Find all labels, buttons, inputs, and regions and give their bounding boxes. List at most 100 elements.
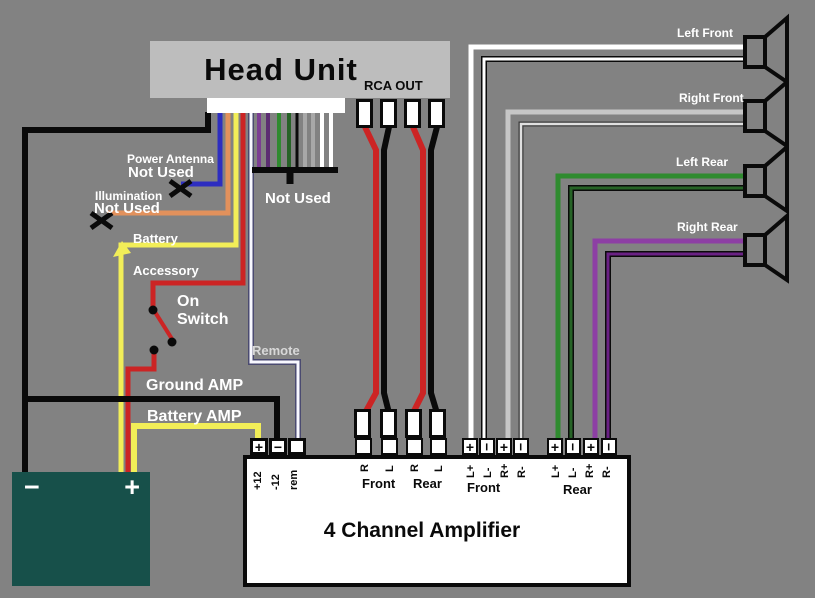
terminal-rear-r-minus: − [601,438,617,455]
wire-power-antenna-blue [181,110,223,187]
label-illumination-not-used: Not Used [94,200,160,217]
wire-remote [249,110,300,442]
rca-plug-in-rear-r [405,409,422,438]
wire-left-rear-minus [569,186,745,440]
battery-minus: − [24,472,40,502]
head-unit-box: Head Unit [150,41,450,98]
label-rca-rear-r: R [409,464,421,472]
label-ground-amp: Ground AMP [146,377,244,394]
terminal-front-l-plus: + [462,438,478,455]
wire-ground-amp-black [25,396,280,442]
terminal-minus12: − [269,438,287,455]
rca-cable-rear-black [428,126,440,414]
switch-contact-bottom [149,345,159,355]
terminal-rear-l-minus: − [565,438,581,455]
wire-right-front-minus [519,122,745,440]
label-on: On [177,293,200,310]
battery-plus: + [124,472,140,502]
wire-battery-amp-yellow [131,423,261,474]
label-power-antenna: Power Antenna [127,152,214,166]
label-rear-r-plus: R+ [584,463,596,478]
rca-plug-in-front-l [380,409,397,438]
jack-front-l [381,438,398,455]
switch-lever-end [167,337,177,347]
label-front-l-minus: L- [482,467,494,478]
minus-glyph: − [479,442,495,451]
label-rca-rear-l: L [433,465,445,472]
wire-ground-black [22,112,211,474]
wire-accessory-red [150,110,246,309]
speaker-left-rear-icon [743,142,789,215]
terminal-front-r-plus: + [496,438,512,455]
label-plus12: +12 [252,471,264,490]
rca-cable-rear-red [410,125,426,415]
rca-out-label: RCA OUT [364,78,423,93]
terminal-front-l-minus: − [479,438,495,455]
speaker-left-front-icon [743,13,789,86]
label-rca-front-l: L [384,465,396,472]
jack-rear-r [406,438,423,455]
terminal-rem [288,438,306,455]
plus-glyph: + [550,438,560,455]
label-right-front: Right Front [679,91,744,105]
wire-right-rear-minus-edge [605,251,745,440]
label-rear-r-minus: R- [601,466,613,478]
terminal-rear-r-plus: + [583,438,599,455]
label-rear-l-plus: L+ [550,464,562,478]
label-front-r-plus: R+ [499,463,511,478]
label-connector-not-used: Not Used [265,190,331,207]
rca-plug-out-front-l [380,99,397,128]
label-rca-group-front: Front [362,476,396,491]
wire-left-front-minus [482,57,745,440]
label-accessory: Accessory [133,263,199,278]
wire-battery-yellow [118,110,239,474]
rca-cable-front-red [362,125,379,415]
terminal-plus12: + [250,438,268,455]
speaker-right-front-icon [743,77,789,150]
label-rem: rem [288,469,300,490]
label-output-group-front: Front [467,480,501,495]
rca-plug-out-front-r [356,99,373,128]
label-battery: Battery [133,231,178,246]
label-front-r-minus: R- [516,466,528,478]
minus-glyph: − [513,442,529,451]
rca-plug-out-rear-l [428,99,445,128]
power-antenna-x-mark [168,178,193,199]
speaker-right-rear-icon [743,211,789,284]
head-unit-title: Head Unit [204,52,358,87]
rca-plug-in-rear-l [429,409,446,438]
label-left-rear: Left Rear [676,155,729,169]
wire-right-rear-plus [592,238,745,440]
wire-left-rear-plus [555,173,745,440]
not-used-wires [257,110,333,170]
battery-box: − + [12,472,150,586]
plus-glyph: + [499,438,509,455]
label-rca-front-r: R [359,464,371,472]
wire-switch-to-battery-red [125,351,157,474]
minus-glyph: − [565,442,581,451]
jack-rear-l [430,438,447,455]
terminal-front-r-minus: − [513,438,529,455]
minus-glyph: − [273,438,283,455]
label-left-front: Left Front [677,26,733,40]
amplifier-title: 4 Channel Amplifier [323,519,521,542]
wire-left-front-plus [468,44,745,440]
plus-glyph: + [586,438,596,455]
label-minus12: -12 [270,474,282,490]
switch-contact-top [148,305,158,315]
label-power-antenna-not-used: Not Used [128,164,194,181]
label-right-rear: Right Rear [677,220,738,234]
rca-plug-in-front-r [354,409,371,438]
wire-right-front-plus [505,109,745,440]
label-output-group-rear: Rear [563,482,592,497]
minus-glyph: − [601,442,617,451]
head-unit-connector [207,98,345,113]
wire-illumination-orange [107,110,231,216]
rca-plug-out-rear-r [404,99,421,128]
label-remote: Remote [252,343,300,358]
plus-glyph: + [465,438,475,455]
wire-right-front-minus-edge [518,121,745,440]
amplifier-box: 4 Channel Amplifier [243,455,631,587]
